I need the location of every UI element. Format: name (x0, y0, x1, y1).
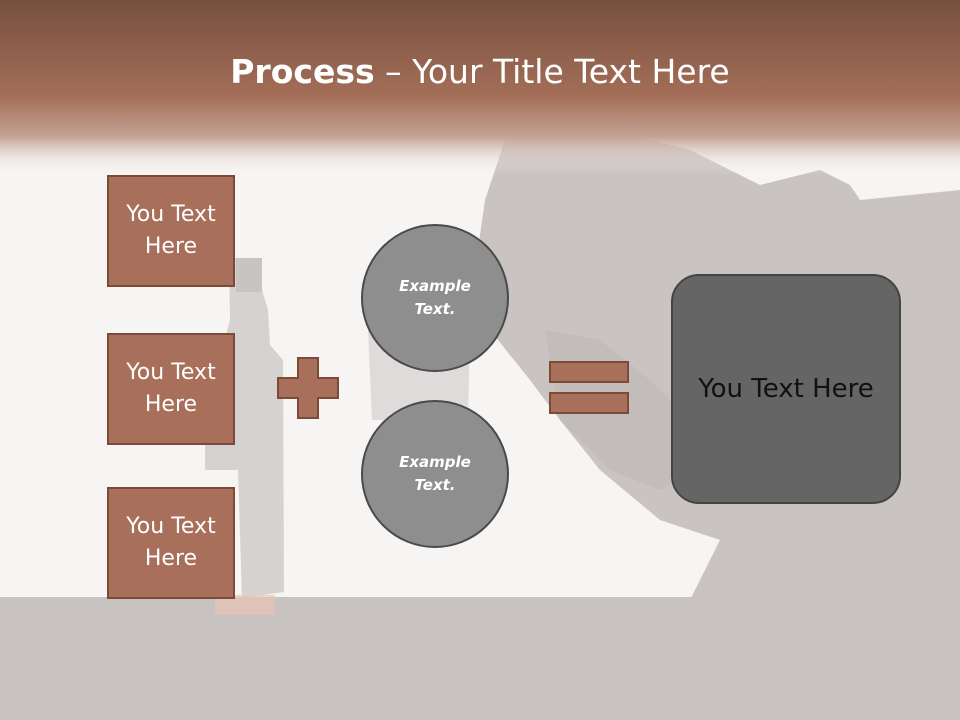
equals-icon (549, 361, 629, 414)
example-circle-1: Example Text. (361, 224, 509, 372)
example-circle-2: Example Text. (361, 400, 509, 548)
title-bold: Process (230, 52, 375, 91)
plus-icon (277, 357, 339, 419)
slide-title: Process – Your Title Text Here (0, 52, 960, 91)
input-box-2: You Text Here (107, 333, 235, 445)
title-rest: – Your Title Text Here (374, 52, 730, 91)
result-box: You Text Here (671, 274, 901, 504)
input-box-3: You Text Here (107, 487, 235, 599)
input-box-1: You Text Here (107, 175, 235, 287)
